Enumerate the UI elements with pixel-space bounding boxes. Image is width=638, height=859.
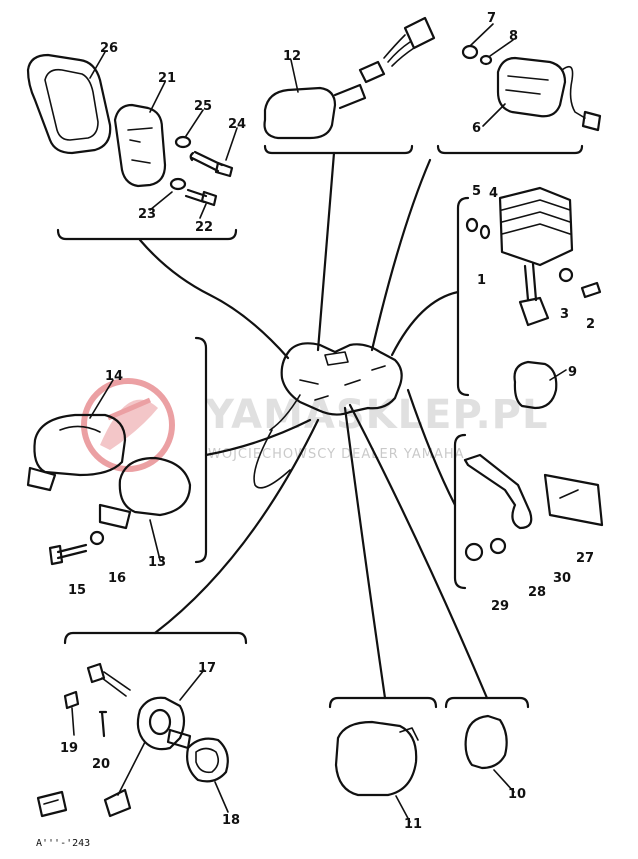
callout-24: 24: [228, 117, 246, 132]
callout-22: 22: [195, 220, 213, 235]
callout-19: 19: [60, 741, 78, 756]
callout-4: 4: [489, 186, 498, 201]
washer-23: [169, 177, 187, 191]
callout-26: 26: [100, 41, 118, 56]
screw-2: [580, 281, 602, 299]
washer-4: [479, 224, 491, 240]
callout-27: 27: [576, 551, 594, 566]
screw-24-head: [214, 161, 234, 178]
bracket-connector-group: [263, 144, 414, 155]
callout-17: 17: [198, 661, 216, 676]
screw-22-head: [200, 190, 218, 207]
callout-leaders: [89, 23, 567, 823]
leader-lines: [138, 151, 489, 700]
washer-25: [174, 135, 192, 149]
callout-13: 13: [148, 555, 166, 570]
watermark: YAMASKLEP.PL WOJCIECHOWSCY DEALER YAMAHA: [81, 378, 548, 472]
horn-14: [26, 413, 127, 492]
bracket-turn-signal-group: [56, 228, 238, 241]
callout-6: 6: [472, 121, 481, 136]
turn-signal-lens-26: [26, 53, 112, 155]
bracket-unit-11-group: [328, 696, 438, 709]
bracket-relay-group: [436, 144, 584, 155]
callout-23: 23: [138, 207, 156, 222]
callout-10: 10: [508, 787, 526, 802]
callout-20: 20: [92, 757, 110, 772]
bracket-bracket-group: [453, 433, 467, 590]
callout-18: 18: [222, 813, 240, 828]
callouts: 1 2 3 4 5 6 7 8 9 10 11 12 13 14 15 16 1…: [60, 11, 595, 832]
washer-3: [558, 267, 574, 283]
callout-3: 3: [560, 307, 569, 322]
gasket-18: [186, 737, 229, 783]
reference-code: A'''-'243: [36, 838, 90, 849]
watermark-subtitle: WOJCIECHOWSCY DEALER YAMAHA: [208, 447, 465, 462]
callout-16: 16: [108, 571, 126, 586]
switch-17: [86, 662, 192, 818]
relay-6: [461, 44, 602, 132]
cap-10: [464, 714, 508, 770]
bracket-regulator-group: [456, 196, 470, 397]
callout-25: 25: [194, 99, 212, 114]
screw-5: [465, 217, 479, 233]
callout-2: 2: [586, 317, 595, 332]
horn-13: [98, 456, 192, 530]
callout-21: 21: [158, 71, 176, 86]
plate-27: [543, 473, 604, 527]
wiring-harness: [253, 342, 403, 489]
callout-5: 5: [472, 184, 481, 199]
connector-12: [263, 16, 436, 140]
callout-14: 14: [105, 369, 123, 384]
screws-washers-22-25: [169, 135, 234, 207]
callout-1: 1: [477, 273, 486, 288]
watermark-logo: [81, 378, 175, 472]
callout-8: 8: [509, 29, 518, 44]
washer-8: [479, 54, 493, 66]
callout-12: 12: [283, 49, 301, 64]
callout-29: 29: [491, 599, 509, 614]
callout-28: 28: [528, 585, 546, 600]
callout-30: 30: [553, 571, 571, 586]
regulator-1: [465, 186, 602, 327]
callout-15: 15: [68, 583, 86, 598]
turn-signal-housing-21: [113, 103, 167, 188]
callout-11: 11: [404, 817, 422, 832]
unit-11: [334, 720, 419, 797]
callout-9: 9: [568, 365, 577, 380]
bolt-15-washer-16: [48, 530, 105, 566]
bracket-30: [463, 453, 533, 530]
cap-9: [513, 360, 558, 410]
watermark-title: YAMASKLEP.PL: [204, 392, 548, 438]
screw-19-washer-20: [63, 690, 108, 738]
bracket-horn-group: [194, 336, 208, 564]
nut-7: [461, 44, 479, 60]
bracket-unit-10-group: [444, 696, 530, 709]
small-part-switch: [36, 790, 68, 818]
callout-7: 7: [487, 11, 496, 26]
bracket-switch-group: [63, 631, 248, 645]
washers-28-29: [464, 537, 507, 562]
